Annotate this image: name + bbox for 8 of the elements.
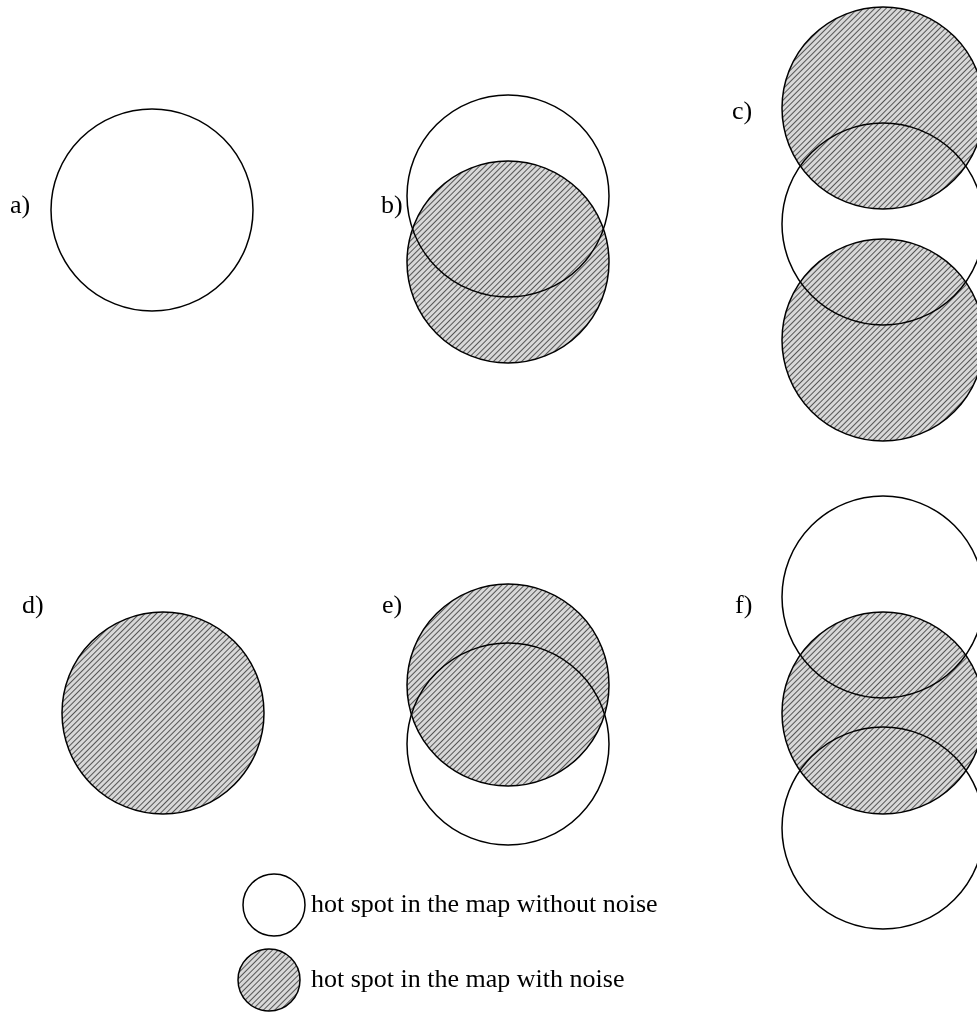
panel-label: b) (381, 190, 403, 220)
legend-text: hot spot in the map without noise (311, 889, 658, 919)
panel-label: f) (735, 590, 753, 620)
panel-label: a) (10, 190, 31, 220)
panel-label: d) (22, 590, 44, 620)
panel-label: c) (732, 96, 753, 126)
panel-label: e) (382, 590, 403, 620)
legend-text: hot spot in the map with noise (311, 964, 625, 994)
